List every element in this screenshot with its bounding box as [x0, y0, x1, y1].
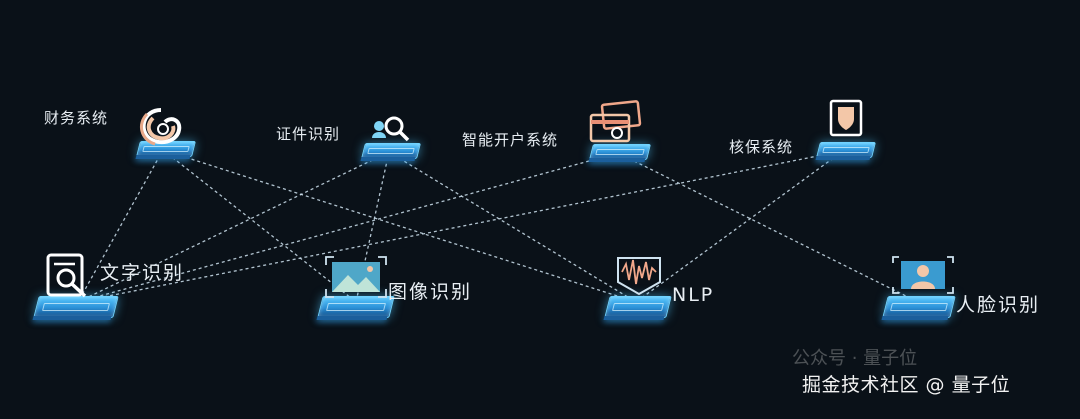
platform-base [316, 316, 388, 320]
platform-base [32, 316, 112, 320]
connection-line-id_doc-nlp [388, 151, 637, 303]
node-label: 证件识别 [276, 125, 341, 143]
platform-base [135, 155, 191, 159]
id-search-icon [372, 116, 410, 142]
platform-base [815, 156, 871, 160]
platform-base [881, 316, 949, 320]
node-label: 核保系统 [729, 138, 794, 156]
connection-line-underwriting-text [77, 150, 844, 303]
shield-icon [829, 99, 863, 137]
platform-base [603, 316, 665, 320]
waveform-icon [617, 257, 661, 296]
watermark: 掘金技术社区 @ 量子位 [802, 374, 1011, 396]
platform [882, 296, 956, 318]
image-icon [325, 256, 387, 298]
bank-card-icon [589, 100, 642, 143]
connection-line-underwriting-nlp [635, 150, 844, 303]
platform-base [588, 158, 646, 162]
node-label: 文字识别 [100, 262, 185, 284]
connection-line-account-face [617, 152, 919, 303]
platform [604, 296, 672, 318]
document-search-icon [46, 253, 87, 298]
connection-line-finance-image [162, 149, 357, 303]
connection-line-finance-text [77, 149, 164, 303]
connection-line-finance-nlp [162, 149, 637, 303]
watermark-ghost: 公众号 · 量子位 [792, 348, 918, 369]
platform [317, 296, 395, 318]
node-label: 智能开户系统 [462, 131, 559, 149]
face-portrait-icon [892, 256, 954, 294]
node-label: 图像识别 [388, 281, 473, 303]
node-label: NLP [672, 284, 715, 306]
finance-swirl-icon [139, 108, 182, 146]
platform-base [360, 157, 416, 161]
node-label: 财务系统 [44, 109, 109, 127]
node-label: 人脸识别 [956, 294, 1041, 316]
